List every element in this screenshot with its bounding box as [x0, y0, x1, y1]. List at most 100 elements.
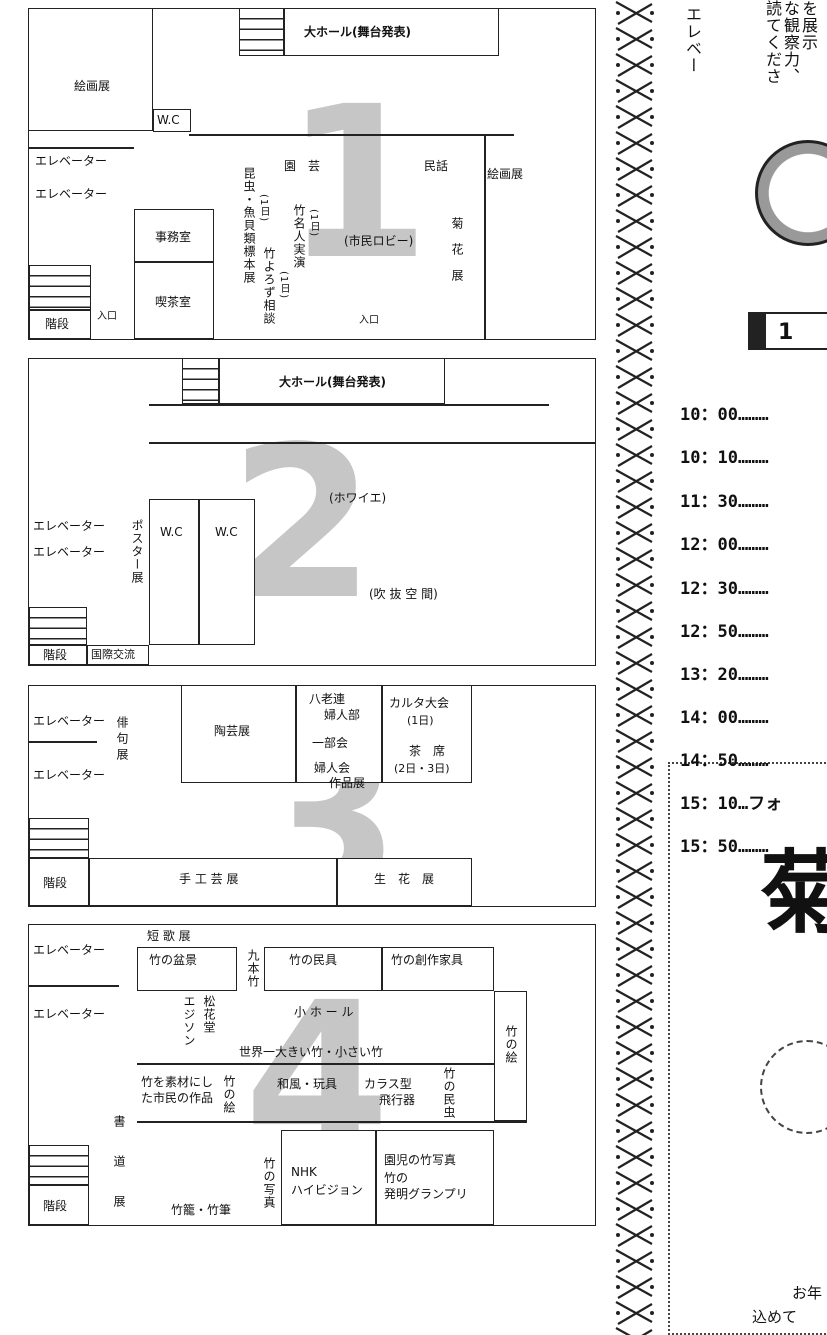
entrance: 入口 [97, 311, 117, 322]
lobby-label: (市民ロビー) [344, 234, 414, 248]
schedule-time: 15：10…フォ [680, 794, 783, 814]
kago-label: 竹籠・竹筆 [171, 1203, 232, 1217]
stairs [29, 1145, 89, 1185]
shodo-label: 書 道 展 [112, 1115, 126, 1215]
office [134, 209, 214, 262]
club-room [296, 685, 382, 783]
schedule-time: 12：30……… [680, 579, 769, 599]
enji-2: 竹の [384, 1171, 409, 1185]
right-top-text: 読てくださ [763, 0, 782, 85]
hall-label: 大ホール(舞台発表) [279, 375, 386, 389]
floor3-plan: 3 エレベーター エレベーター 俳句展 陶芸展 八老連 婦人部 一部会 婦人会 … [28, 685, 596, 926]
elevator: エレベーター [35, 154, 108, 168]
schedule-time: 10：10……… [680, 448, 769, 468]
stairs [29, 607, 87, 645]
intl-box [87, 645, 149, 665]
day-badge-label: 1 [778, 320, 794, 345]
schedule-time: 12：00……… [680, 535, 769, 555]
hall-label: 大ホール(舞台発表) [304, 25, 411, 39]
right-top-text: エレベー [683, 6, 702, 74]
hachi-1: 八老連 [309, 692, 346, 706]
pottery-room [181, 685, 296, 783]
elevator: エレベーター [33, 714, 106, 728]
hall-stairs [182, 358, 219, 404]
small-hall-label: 小 ホ ー ル [294, 1005, 354, 1019]
schedule-time: 12：50……… [680, 622, 769, 642]
schedule-time: 15：50……… [680, 837, 769, 857]
hall [284, 8, 499, 56]
stairs-box [29, 858, 89, 906]
floor4-plan: 4 短 歌 展 エレベーター エレベーター 竹の盆景 九本竹 竹の民具 竹の創作… [28, 924, 596, 1226]
engei-label: 園 芸 [284, 159, 321, 173]
takeyoro-label: 竹よろず相談 [262, 247, 276, 325]
schedule-time: 14：50……… [680, 751, 769, 771]
footer-text: 込めて [752, 1308, 798, 1326]
haiku-label: 俳句展 [115, 716, 129, 764]
stairs-label: 階段 [45, 317, 70, 331]
take-e-label: 竹の絵 [222, 1075, 236, 1114]
citizen-1: 竹を素材にし [141, 1075, 214, 1089]
footer-text: お年 [792, 1284, 823, 1302]
poster-label: ポスター展 [130, 519, 144, 584]
elevator: エレベーター [33, 943, 106, 957]
bonsai-box [137, 947, 237, 991]
karasu-2: 飛行器 [379, 1093, 416, 1107]
pottery-label: 陶芸展 [214, 724, 251, 738]
world-label: 世界一大きい竹・小さい竹 [239, 1045, 384, 1059]
karuta-day: (1日) [407, 714, 434, 727]
floor1-plan: 1 大ホール(舞台発表) 絵画展 W.C エレベーター エレベーター 事務室 喫… [28, 8, 596, 340]
nhk-1: NHK [291, 1165, 317, 1179]
stairs [29, 265, 91, 310]
karasu-1: カラス型 [364, 1077, 412, 1091]
intl-label: 国際交流 [91, 648, 135, 661]
ikebana-room [337, 858, 472, 906]
sosaku-label: 竹の創作家具 [391, 953, 464, 967]
wc2-label: W.C [215, 525, 238, 539]
schedule-time: 10：00……… [680, 405, 769, 425]
stairs [29, 818, 89, 858]
mingu-box [264, 947, 382, 991]
elevator: エレベーター [35, 187, 108, 201]
bamboo-e-label: 竹の絵 [504, 1025, 518, 1064]
day-badge: 1 [748, 312, 827, 350]
nhk-box [281, 1130, 376, 1225]
schedule-time: 14：00……… [680, 708, 769, 728]
nhk-2: ハイビジョン [291, 1183, 363, 1197]
wc-label: W.C [157, 113, 180, 127]
wagasa-label: 和風・玩具 [277, 1077, 338, 1091]
enji-3: 発明グランプリ [384, 1187, 468, 1201]
karuta-label: カルタ大会 [389, 696, 450, 710]
konchu-day: (1日) [258, 194, 269, 223]
tea-label: 茶 席 [409, 744, 446, 758]
enji-box [376, 1130, 494, 1225]
spiral-binding [612, 0, 658, 1335]
kiku-label: 菊花展 [450, 217, 464, 295]
stairs-label: 階段 [43, 1199, 68, 1213]
photo-label: 竹の写真 [262, 1157, 276, 1209]
hall-stairs [239, 8, 284, 56]
elevator: エレベーター [33, 545, 106, 559]
takeyoro-day: (1日) [278, 271, 289, 300]
bonsai-label: 竹の盆景 [149, 953, 198, 967]
hachi-2: 婦人部 [324, 708, 361, 722]
cafe-label: 喫茶室 [155, 295, 192, 309]
puppet-day: (1日) [308, 209, 319, 238]
fujin-1: 婦人会 [314, 761, 351, 775]
headline-box [668, 762, 827, 1335]
circle-badge [755, 140, 827, 246]
sosaku-box [382, 947, 494, 991]
citizen-2: た市民の作品 [141, 1091, 214, 1105]
elevator: エレベーター [33, 1007, 106, 1021]
minwa-label: 民話 [424, 159, 449, 173]
take-min-label: 竹の民虫 [442, 1067, 456, 1119]
ichibu: 一部会 [312, 736, 349, 750]
enji-1: 園児の竹写真 [384, 1153, 457, 1167]
wc2 [199, 499, 255, 645]
floor1-number: 1 [284, 61, 431, 306]
karuta-room [382, 685, 472, 783]
elevator: エレベーター [33, 768, 106, 782]
wc1-label: W.C [160, 525, 183, 539]
hall [219, 358, 445, 404]
stairs-box [29, 310, 91, 339]
wc-box [153, 109, 191, 132]
